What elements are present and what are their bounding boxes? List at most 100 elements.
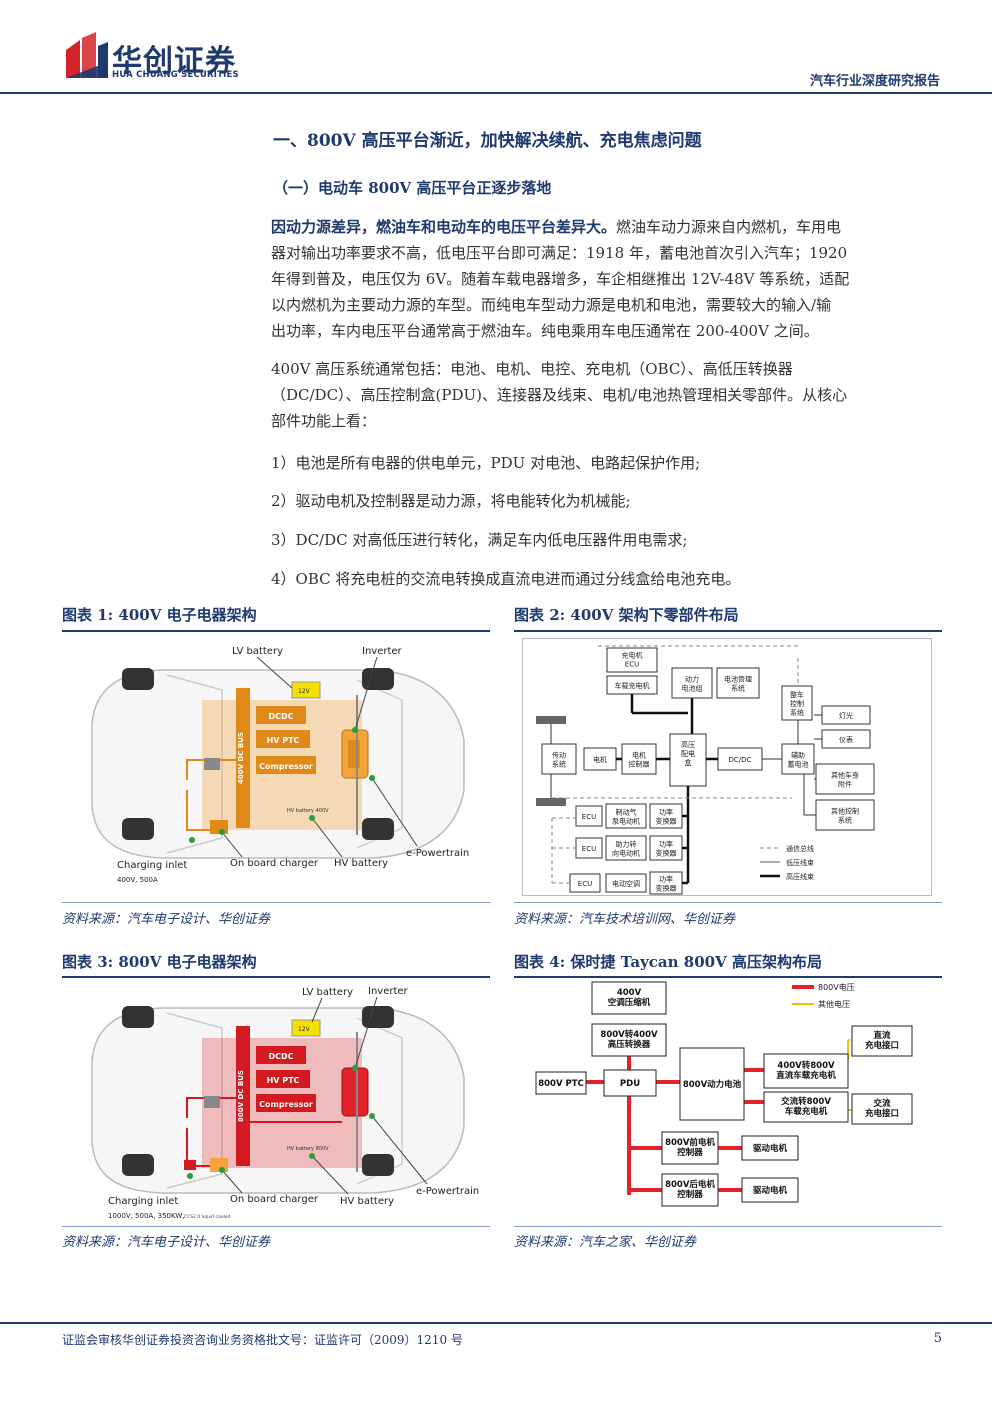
figure-3-title: 图表 3: 800V 电子电器架构 xyxy=(62,953,257,971)
figure-4-bottom-rule xyxy=(514,1226,942,1227)
header-divider xyxy=(0,92,992,94)
figure-1-source: 资料来源：汽车电子设计、华创证券 xyxy=(62,912,271,927)
fig4-front-ctrl-label: 800V前电机控制器 xyxy=(665,1137,715,1158)
fig3-hv-battery: HV battery xyxy=(340,1196,394,1207)
fig1-bus-label: 400V DC BUS xyxy=(237,732,245,784)
fig3-bus-label: 800V DC BUS xyxy=(237,1070,245,1122)
fig1-obc: On board charger xyxy=(230,858,319,869)
paragraph-2: 400V 高压系统通常包括：电池、电机、电控、充电机（OBC）、高低压转换器 （… xyxy=(271,356,941,434)
paragraph-1: 因动力源差异，燃油车和电动车的电压平台差异大。燃油车动力源来自内燃机，车用电 器… xyxy=(271,214,941,344)
subsection-heading: （一）电动车 800V 高压平台正逐步落地 xyxy=(273,179,552,197)
fig2-ecu-label: ECU xyxy=(582,845,596,853)
figure-4-title-rule xyxy=(514,976,942,978)
report-type: 汽车行业深度研究报告 xyxy=(809,74,940,89)
fig2-legend-comm-label: 通信总线 xyxy=(786,844,814,853)
fig4-ac-inlet-label: 交流充电接口 xyxy=(865,1098,899,1119)
figure-2-source: 资料来源：汽车技术培训网、华创证券 xyxy=(514,912,736,927)
fig4-dc-inlet-label: 直流充电接口 xyxy=(865,1030,899,1051)
fig2-motor-label: 电机 xyxy=(593,755,607,764)
fig4-rear-ctrl-label: 800V后电机控制器 xyxy=(665,1179,715,1200)
paragraph-1-line: 以内燃机为主要动力源的车型。而纯电车型动力源是电机和电池，需要较大的输入/输 xyxy=(271,296,832,314)
fig3-epowertrain: e-Powertrain xyxy=(416,1186,479,1197)
fig2-power-conv-label: 功率变换器 xyxy=(656,808,677,826)
paragraph-1-bold: 因动力源差异，燃油车和电动车的电压平台差异大。 xyxy=(271,218,617,236)
fig1-hv-battery: HV battery xyxy=(334,858,388,869)
logo-icon xyxy=(66,32,108,78)
fig2-power-conv-label: 功率变换器 xyxy=(656,875,677,893)
fig2-ac-label: 电动空调 xyxy=(612,879,640,888)
fig1-hvbatt-small: HV battery 400V xyxy=(287,808,329,814)
figure-2-title-rule xyxy=(514,630,942,632)
fig2-bms-label: 电池管理系统 xyxy=(724,675,752,693)
fig2-meter-label: 仪表 xyxy=(839,735,853,744)
figure-4-source: 资料来源：汽车之家、华创证券 xyxy=(514,1235,697,1250)
figure-2-bottom-rule xyxy=(514,902,942,903)
list-item: 3）DC/DC 对高低压进行转化，满足车内低电压器件用电需求; xyxy=(271,531,688,549)
paragraph-1-line: 出功率，车内电压平台通常高于燃油车。纯电乘用车电压通常在 200-400V 之间… xyxy=(271,322,819,340)
paragraph-1-line: 年得到普及，电压仅为 6V。随着车载电器增多，车企相继推出 12V-48V 等系… xyxy=(271,270,850,288)
figure-1-diagram: 400V DC BUS DCDC HV PTC Compressor 12V H… xyxy=(72,640,482,890)
fig3-hvptc-label: HV PTC xyxy=(267,1076,300,1085)
fig4-battery-label: 800V动力电池 xyxy=(683,1079,742,1090)
brand-logo xyxy=(62,32,110,80)
fig2-legend-low-label: 低压线束 xyxy=(786,858,814,867)
figure-3-diagram: 800V DC BUS DCDC HV PTC Compressor 12V H… xyxy=(72,982,482,1226)
paragraph-1-line: 器对输出功率要求不高，低电压平台即可满足：1918 年，蓄电池首次引入汽车；19… xyxy=(271,244,848,262)
list-item: 4）OBC 将充电桩的交流电转换成直流电进而通过分线盒给电池充电。 xyxy=(271,570,741,588)
fig2-power-battery-label: 动力电池组 xyxy=(682,675,703,693)
fig1-epowertrain: e-Powertrain xyxy=(406,848,469,859)
brand-name-cn: 华创证券 xyxy=(112,44,236,79)
fig1-inlet-spec: 400V, 500A xyxy=(117,876,158,884)
fig2-vcu-label: 整车控制系统 xyxy=(790,690,804,717)
fig1-charging-inlet: Charging inlet xyxy=(117,860,187,871)
fig2-transmission-label: 传动系统 xyxy=(552,751,566,769)
fig2-motor-ctrl-label: 电机控制器 xyxy=(629,751,650,769)
fig4-ptc-label: 800V PTC xyxy=(538,1079,584,1089)
figure-3-bottom-rule xyxy=(62,1226,490,1227)
fig4-drive-motor-label: 驱动电机 xyxy=(753,1143,788,1154)
fig1-dcdc-label: DCDC xyxy=(268,712,293,721)
brand-name-en: HUA CHUANG SECURITIES xyxy=(112,70,239,80)
fig3-hvbatt-small: HV battery 800V xyxy=(287,1146,329,1152)
fig2-onboard-charger-label: 车载充电机 xyxy=(615,681,650,690)
fig2-steer-motor-label: 助力转向电动机 xyxy=(612,840,640,858)
fig3-inlet-spec-2: CCS2.0 liquid cooled xyxy=(184,1214,230,1220)
fig1-hvptc-label: HV PTC xyxy=(267,736,300,745)
fig2-hv-pdu-label: 高压配电盒 xyxy=(681,740,695,767)
fig1-compressor-label: Compressor xyxy=(259,762,313,771)
fig2-legend-high-label: 高压线束 xyxy=(786,872,814,881)
fig4-pdu-label: PDU xyxy=(620,1079,640,1089)
figure-1-bottom-rule xyxy=(62,902,490,903)
fig2-light-label: 灯光 xyxy=(839,711,853,720)
paragraph-2-line: （DC/DC）、高压控制盒(PDU)、连接器及线束、电机/电池热管理相关零部件。… xyxy=(271,386,848,404)
fig4-legend-800: 800V电压 xyxy=(818,982,855,992)
paragraph-2-line: 400V 高压系统通常包括：电池、电机、电控、充电机（OBC）、高低压转换器 xyxy=(271,360,793,378)
fig1-lv-battery: LV battery xyxy=(232,646,283,657)
footer-divider xyxy=(0,1322,992,1324)
figure-3-title-rule xyxy=(62,976,490,978)
figure-4-diagram: 800V电压 其他电压 xyxy=(530,980,930,1210)
fig2-aux-battery-label: 辅助蓄电池 xyxy=(788,751,809,769)
fig3-obc: On board charger xyxy=(230,1194,319,1205)
fig3-inverter: Inverter xyxy=(368,986,409,997)
fig1-12v-label: 12V xyxy=(298,688,311,695)
figure-4-title: 图表 4: 保时捷 Taycan 800V 高压架构布局 xyxy=(514,953,822,971)
paragraph-2-line: 部件功能上看： xyxy=(271,412,377,430)
page-number: 5 xyxy=(933,1331,942,1346)
fig4-legend-other: 其他电压 xyxy=(818,999,850,1009)
fig2-ecu-label: ECU xyxy=(582,813,596,821)
fig3-12v-label: 12V xyxy=(298,1026,311,1033)
fig3-compressor-label: Compressor xyxy=(259,1100,313,1109)
figure-1-title: 图表 1: 400V 电子电器架构 xyxy=(62,606,257,624)
figure-3-source: 资料来源：汽车电子设计、华创证券 xyxy=(62,1235,271,1250)
fig3-charging-inlet: Charging inlet xyxy=(108,1196,178,1207)
list-item: 2）驱动电机及控制器是动力源，将电能转化为机械能; xyxy=(271,492,631,510)
fig1-inverter: Inverter xyxy=(362,646,403,657)
fig2-power-conv-label: 功率变换器 xyxy=(656,840,677,858)
